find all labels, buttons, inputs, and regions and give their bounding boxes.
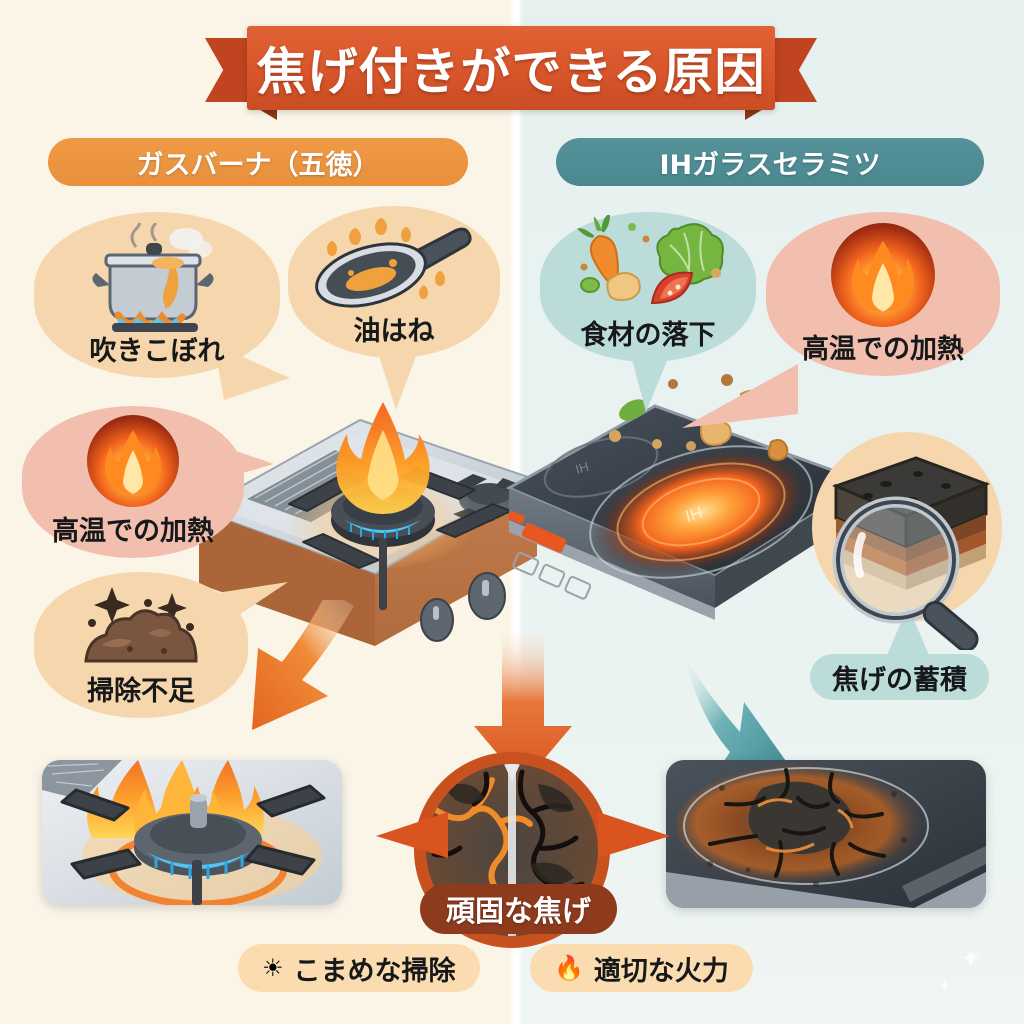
sparkle-icon: ✦ xyxy=(960,944,982,974)
bubble-tail xyxy=(884,606,932,662)
cause-bubble-high-heat-gas[interactable]: 高温での加熱 xyxy=(22,406,244,558)
flame-icon xyxy=(831,223,935,327)
result-label: 頑固な焦げ xyxy=(446,894,592,928)
arrow-ih-to-result xyxy=(684,656,788,776)
cause-label: 食材の落下 xyxy=(580,320,716,351)
result-panel-gas-burner xyxy=(42,760,342,905)
dirt-pile-icon xyxy=(72,583,210,669)
frying-pan-icon xyxy=(309,217,479,313)
cause-bubble-oil-splatter[interactable]: 油はね xyxy=(288,206,500,358)
arrow-gas-to-result xyxy=(252,600,354,730)
magnifier-char-icon xyxy=(831,456,991,650)
section-header-ih-label: IHガラスセラミツ xyxy=(659,149,881,181)
sun-icon: ☀ xyxy=(262,954,284,982)
cause-bubble-char-accumulation[interactable]: 焦げの蓄積 xyxy=(810,654,989,700)
tip-label: 適切な火力 xyxy=(593,955,729,987)
arrow-into-result-right xyxy=(598,812,670,858)
svg-text:IH: IH xyxy=(574,459,591,477)
cause-bubble-high-heat-ih[interactable]: 高温での加熱 xyxy=(766,212,1000,376)
cause-bubble-lack-of-cleaning[interactable]: 掃除不足 xyxy=(34,572,248,718)
section-header-gas: ガスバーナ（五徳） xyxy=(48,138,468,186)
section-header-gas-label: ガスバーナ（五徳） xyxy=(136,149,380,181)
cause-label: 吹きこぼれ xyxy=(89,336,225,367)
sparkle-icon: ✦ xyxy=(938,976,952,995)
vegetables-icon xyxy=(562,215,734,313)
boiling-pot-icon xyxy=(82,223,232,335)
result-panel-ih-surface xyxy=(666,760,986,908)
flame-icon: 🔥 xyxy=(554,954,584,982)
flame-icon xyxy=(87,415,179,507)
cause-label: 油はね xyxy=(353,316,435,347)
bubble-tail xyxy=(682,364,798,428)
svg-text:IH: IH xyxy=(683,503,705,526)
arrow-center-to-result xyxy=(474,634,572,784)
cause-label: 焦げの蓄積 xyxy=(832,664,967,696)
title-ribbon: 焦げ付きができる原因 xyxy=(205,26,817,120)
tip-heat-level[interactable]: 🔥 適切な火力 xyxy=(530,944,753,992)
cause-label: 掃除不足 xyxy=(87,676,195,707)
cause-bubble-food-drop[interactable]: 食材の落下 xyxy=(540,212,756,362)
section-header-ih: IHガラスセラミツ xyxy=(556,138,984,186)
cause-label: 高温での加熱 xyxy=(52,516,214,547)
arrow-into-result-left xyxy=(376,812,448,858)
title-banner: 焦げ付きができる原因 xyxy=(247,26,775,110)
tip-label: こまめな掃除 xyxy=(293,955,456,987)
tip-cleaning[interactable]: ☀ こまめな掃除 xyxy=(238,944,480,992)
cause-bubble-boilover[interactable]: 吹きこぼれ xyxy=(34,212,280,378)
page-title: 焦げ付きができる原因 xyxy=(256,43,766,101)
cause-label: 高温での加熱 xyxy=(802,334,964,365)
result-badge: 頑固な焦げ xyxy=(420,884,618,934)
